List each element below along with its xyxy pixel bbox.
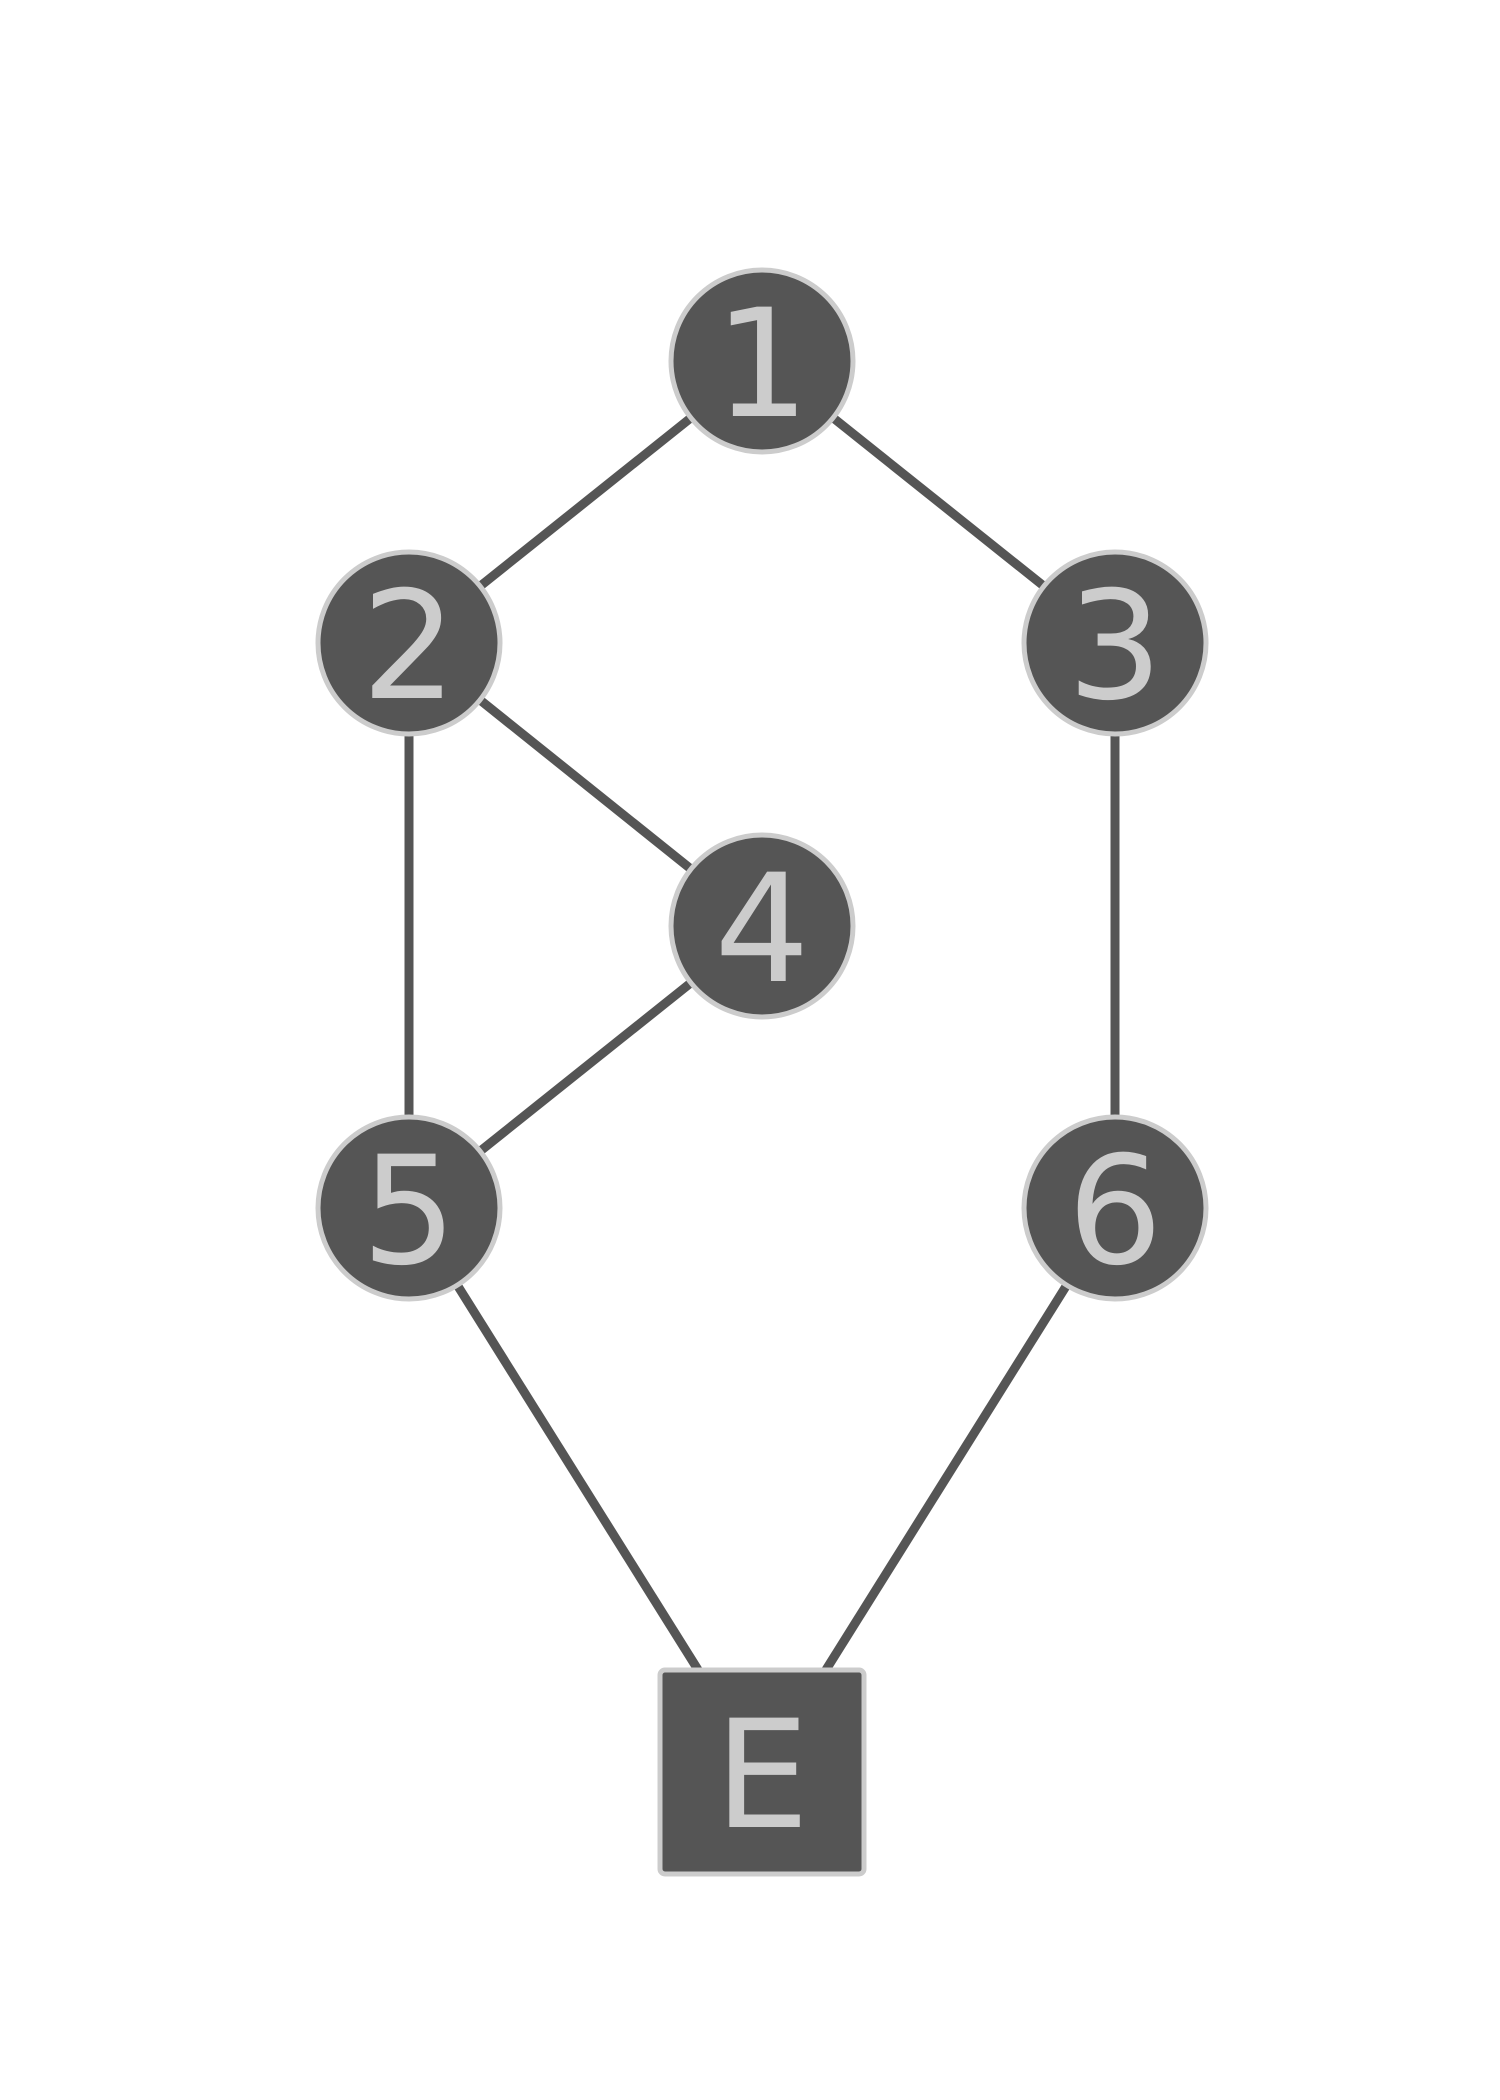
node-2-shape xyxy=(315,549,503,737)
node-E-shape xyxy=(657,1667,867,1877)
node-5-shape xyxy=(315,1114,503,1302)
node-2-label: 2 xyxy=(361,560,456,734)
node-3-label: 3 xyxy=(1067,560,1162,734)
node-E: E xyxy=(657,1667,867,1877)
node-E-label: E xyxy=(715,1689,810,1863)
node-2: 2 xyxy=(315,549,503,737)
node-6: 6 xyxy=(1021,1114,1209,1302)
node-1-shape xyxy=(668,267,856,455)
node-4-label: 4 xyxy=(714,843,809,1017)
node-5: 5 xyxy=(315,1114,503,1302)
nodes-layer: 1 2 3 4 5 6E xyxy=(315,267,1209,1877)
node-3: 3 xyxy=(1021,549,1209,737)
node-4: 4 xyxy=(668,832,856,1020)
node-4-shape xyxy=(668,832,856,1020)
node-6-shape xyxy=(1021,1114,1209,1302)
node-3-shape xyxy=(1021,549,1209,737)
node-1-label: 1 xyxy=(714,278,809,452)
node-5-label: 5 xyxy=(361,1125,456,1299)
node-6-label: 6 xyxy=(1067,1125,1162,1299)
node-1: 1 xyxy=(668,267,856,455)
edges-layer xyxy=(404,357,1120,1775)
